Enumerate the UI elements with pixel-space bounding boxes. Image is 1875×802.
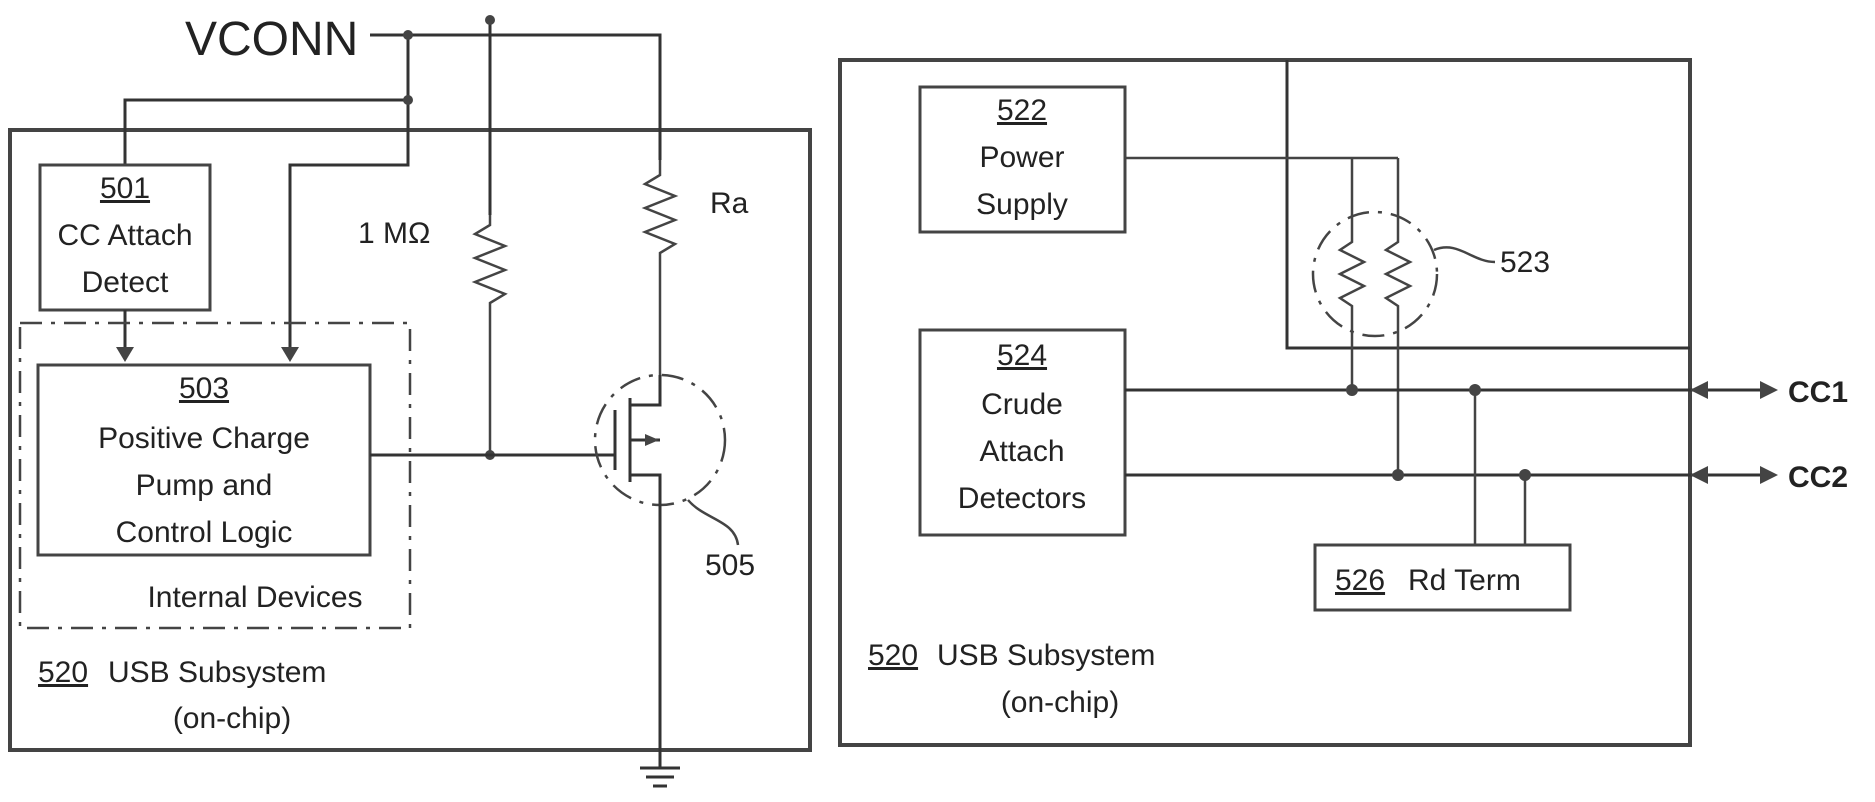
junction-vconn-c xyxy=(485,15,495,25)
block-522-line1: Power xyxy=(979,141,1064,174)
junction-vconn-b xyxy=(403,95,413,105)
resistor-ra-label: Ra xyxy=(710,187,749,220)
right-subsystem-ref: 520 xyxy=(868,639,918,672)
right-subsystem-name: USB Subsystem xyxy=(937,639,1155,672)
block-526-name: Rd Term xyxy=(1408,564,1521,597)
block-503-line3: Control Logic xyxy=(116,516,293,549)
resistors-523-outline xyxy=(1313,212,1437,336)
left-subsystem-ref: 520 xyxy=(38,656,88,689)
junction-vconn-a xyxy=(403,30,413,40)
internal-devices-label: Internal Devices xyxy=(147,581,362,614)
transistor-505-leader xyxy=(688,500,738,545)
left-subsystem-note: (on-chip) xyxy=(173,702,291,735)
block-501-line2: Detect xyxy=(82,266,169,299)
cc1-arrow-left xyxy=(1690,381,1708,399)
resistors-523-label: 523 xyxy=(1500,246,1550,279)
vconn-bus xyxy=(370,35,660,160)
block-524-line1: Crude xyxy=(981,388,1063,421)
junction-cc1-pullup xyxy=(1346,384,1358,396)
block-503-line1: Positive Charge xyxy=(98,422,310,455)
cc1-label: CC1 xyxy=(1788,376,1848,409)
vconn-label: VCONN xyxy=(185,13,358,66)
block-524-line2: Attach xyxy=(979,435,1064,468)
transistor-505 xyxy=(615,375,660,750)
left-subsystem-name: USB Subsystem xyxy=(108,656,326,689)
block-524-line3: Detectors xyxy=(958,482,1086,515)
block-522-line2: Supply xyxy=(976,188,1068,221)
ground-symbol xyxy=(640,750,680,786)
transistor-505-label: 505 xyxy=(705,549,755,582)
arrowhead-vconn-to-503 xyxy=(281,347,299,362)
pullup-resistor-cc2 xyxy=(1386,158,1410,475)
block-526-ref: 526 xyxy=(1335,564,1385,597)
rd-wires xyxy=(1475,390,1525,545)
transistor-505-arrow xyxy=(645,434,659,446)
resistor-1m-label: 1 MΩ xyxy=(358,217,430,250)
resistor-ra xyxy=(645,160,675,375)
cc2-arrow-left xyxy=(1690,466,1708,484)
pullup-resistor-cc1 xyxy=(1340,158,1364,390)
block-503-line2: Pump and xyxy=(136,469,273,502)
block-501-ref: 501 xyxy=(100,172,150,205)
right-subsystem-note: (on-chip) xyxy=(1001,686,1119,719)
block-501-line1: CC Attach xyxy=(57,219,192,252)
arrowhead-501-to-503 xyxy=(116,347,134,362)
cc2-arrow-right xyxy=(1760,466,1778,484)
cc2-label: CC2 xyxy=(1788,461,1848,494)
block-503-ref: 503 xyxy=(179,372,229,405)
junction-cc2-pullup xyxy=(1392,469,1404,481)
resistor-1m xyxy=(475,215,505,455)
block-522-ref: 522 xyxy=(997,94,1047,127)
cable-path xyxy=(1287,60,1690,348)
block-524-ref: 524 xyxy=(997,339,1047,372)
cc1-arrow-right xyxy=(1760,381,1778,399)
resistors-523-leader xyxy=(1434,247,1495,262)
